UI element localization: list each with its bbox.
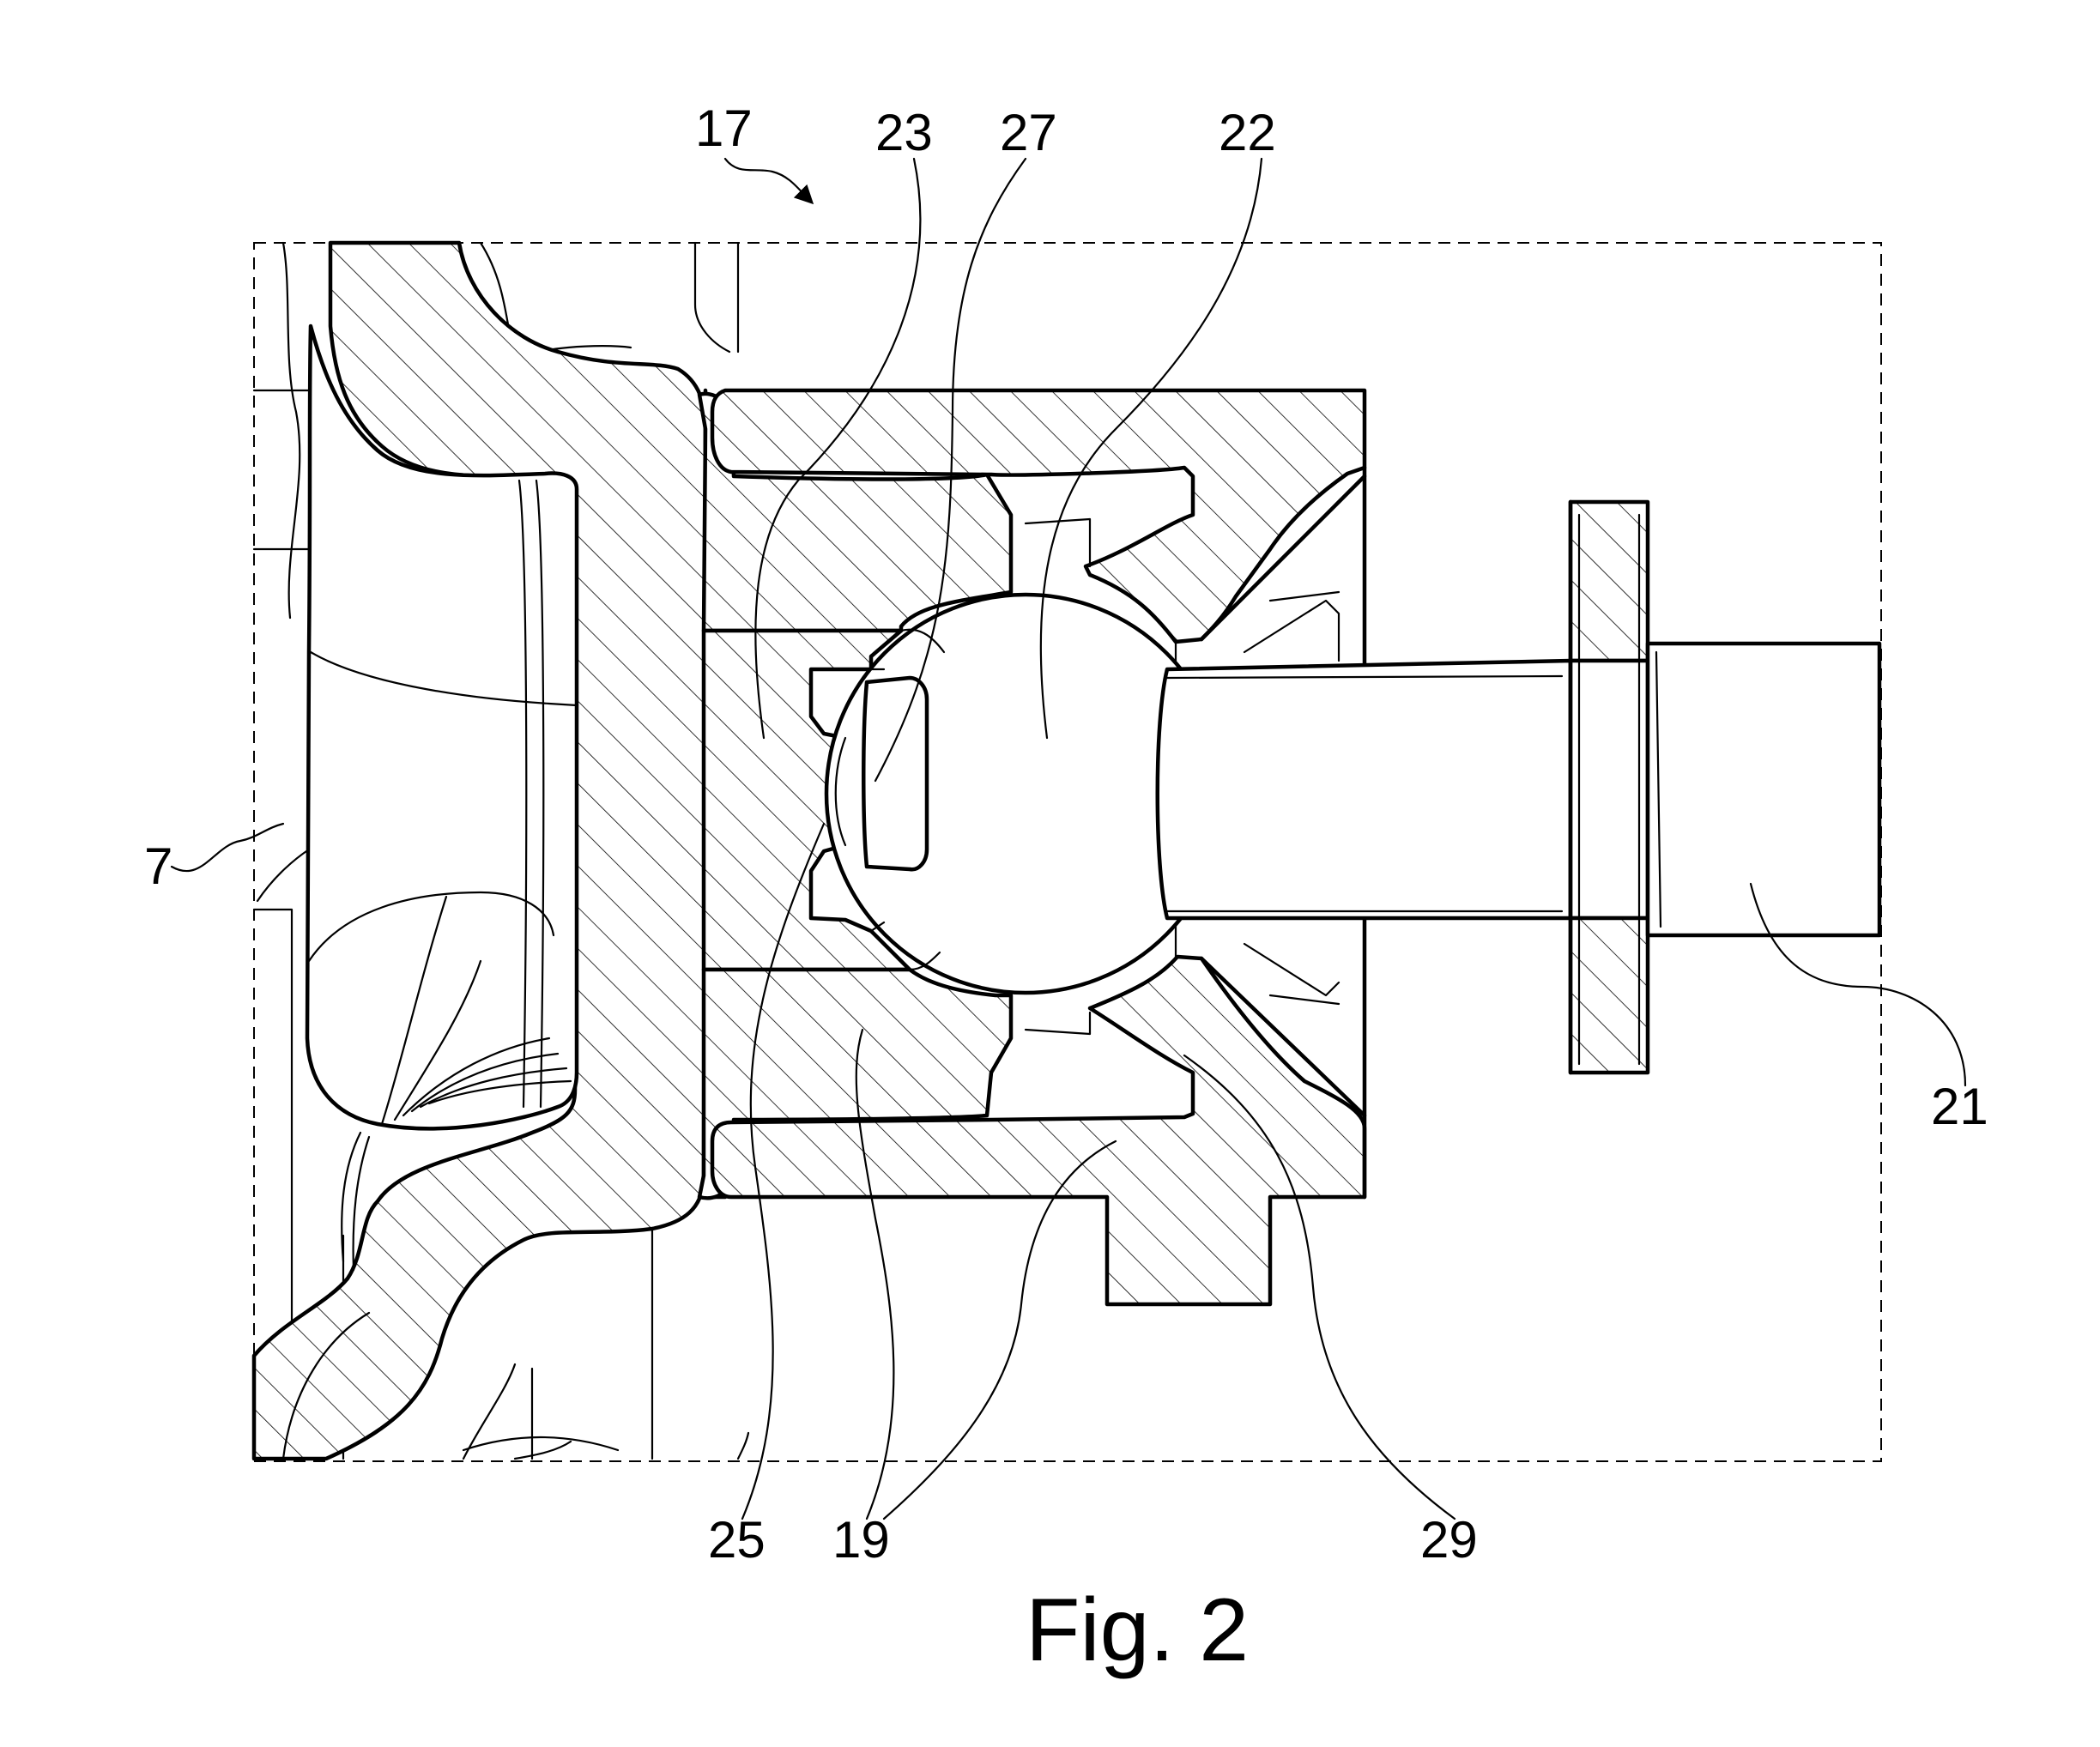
label-29: 29 <box>1420 1511 1478 1569</box>
label-27: 27 <box>1000 104 1057 161</box>
housing-7 <box>251 240 750 1461</box>
label-22: 22 <box>1219 104 1276 161</box>
label-25: 25 <box>708 1511 766 1569</box>
socket-part-23 <box>697 388 1014 1200</box>
label-19: 19 <box>832 1511 890 1569</box>
label-21: 21 <box>1931 1078 1988 1135</box>
bearing-insert-25-27 <box>834 628 946 971</box>
label-17: 17 <box>695 100 753 157</box>
label-7: 7 <box>144 837 172 895</box>
ball-joint-22 <box>824 499 1882 1075</box>
figure-caption: Fig. 2 <box>1026 1581 1249 1680</box>
reference-numerals: 17 23 27 22 7 21 25 19 29 <box>144 100 1988 1569</box>
leader-lines <box>170 157 1967 1520</box>
cup-part-19 <box>710 388 1367 1307</box>
label-23: 23 <box>875 104 933 161</box>
